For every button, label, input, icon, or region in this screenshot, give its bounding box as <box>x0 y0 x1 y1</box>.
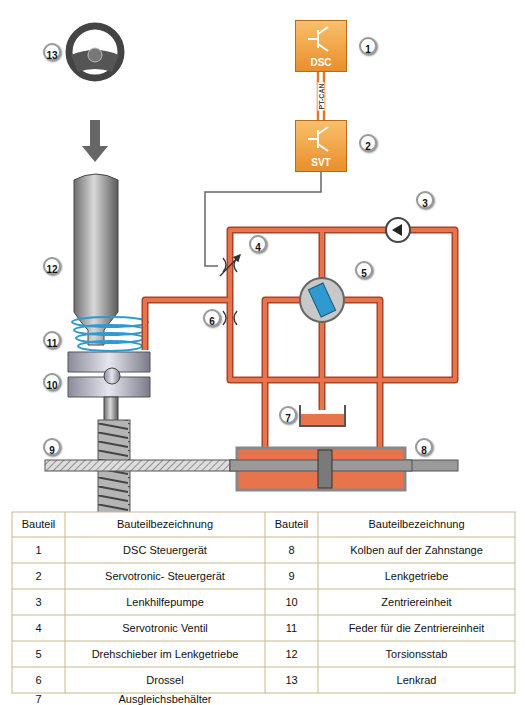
shaft-and-pinion <box>98 397 130 520</box>
table-cell: Lenkrad <box>318 667 515 693</box>
table-line <box>12 563 515 564</box>
table-cell: 10 <box>265 589 318 615</box>
table-line <box>12 667 515 668</box>
table-line <box>65 512 66 693</box>
callout-text: 7 <box>285 413 291 424</box>
control-wire <box>205 172 321 266</box>
table-cell: 7 <box>12 693 65 705</box>
callout-text: 9 <box>49 445 55 456</box>
table-cell: 9 <box>265 563 318 589</box>
table-cell: Zentriereinheit <box>318 589 515 615</box>
table-line <box>12 641 515 642</box>
hydraulic-lines <box>145 230 455 452</box>
callout-number: 2 <box>359 134 377 152</box>
callout-number: 11 <box>43 331 61 349</box>
table-cell: Bauteilbezeichnung <box>318 512 515 537</box>
restrictors <box>220 255 240 325</box>
table-cell: 5 <box>12 641 65 667</box>
table-line <box>12 589 515 590</box>
table-line <box>12 615 515 616</box>
spring-coil <box>78 341 142 351</box>
down-arrow <box>82 120 108 162</box>
callout-number: 6 <box>203 309 221 327</box>
callout-number: 10 <box>43 373 61 391</box>
table-cell: 8 <box>265 537 318 563</box>
table-cell: DSC Steuergerät <box>65 537 265 563</box>
table-cell: 4 <box>12 615 65 641</box>
unit-name: SVT <box>296 157 346 168</box>
callout-text: 5 <box>361 268 367 279</box>
table-cell: Bauteilbezeichnung <box>65 512 265 537</box>
reservoir <box>300 405 345 426</box>
callout-number: 9 <box>43 438 61 456</box>
transistor-lines <box>308 27 328 51</box>
table-cell: 6 <box>12 667 65 693</box>
control-unit-box: SVT <box>295 120 347 172</box>
unit-name: DSC <box>296 57 346 68</box>
table-line <box>265 512 266 693</box>
table-cell: 11 <box>265 615 318 641</box>
cylinder <box>230 448 412 490</box>
callout-number: 3 <box>416 191 434 209</box>
bus-label: PT-CAN <box>318 82 325 110</box>
table-cell: 13 <box>265 667 318 693</box>
table-cell: Lenkhilfepumpe <box>65 589 265 615</box>
table-cell: Drehschieber im Lenkgetriebe <box>65 641 265 667</box>
table-cell: Drossel <box>65 667 265 693</box>
table-cell: Bauteil <box>12 512 65 537</box>
callout-text: 10 <box>46 380 57 391</box>
centering-unit <box>68 352 150 397</box>
callout-text: 8 <box>421 445 427 456</box>
control-unit-box: DSC <box>295 20 347 72</box>
table-cell: Servotronic- Steuergerät <box>65 563 265 589</box>
callout-number: 13 <box>43 43 61 61</box>
callout-text: 13 <box>46 50 57 61</box>
callout-text: 4 <box>255 242 261 253</box>
table-cell: Ausgleichsbehälter <box>65 693 265 705</box>
callout-number: 4 <box>249 235 267 253</box>
table-cell: 12 <box>265 641 318 667</box>
table-cell: 1 <box>12 537 65 563</box>
callout-text: 3 <box>422 198 428 209</box>
table-cell: 3 <box>12 589 65 615</box>
table-line <box>318 512 319 693</box>
rotary-valve <box>300 278 344 322</box>
callout-number: 5 <box>355 261 373 279</box>
callout-text: 12 <box>46 264 57 275</box>
table-cell: 2 <box>12 563 65 589</box>
callout-number: 8 <box>415 438 433 456</box>
rack <box>45 460 458 471</box>
callout-number: 12 <box>43 257 61 275</box>
transistor-lines <box>308 127 328 151</box>
callout-text: 1 <box>365 44 371 55</box>
callout-number: 7 <box>279 406 297 424</box>
table-cell: Feder für die Zentriereinheit <box>318 615 515 641</box>
steering-wheel <box>69 26 121 78</box>
pump <box>386 218 410 242</box>
table-cell: Servotronic Ventil <box>65 615 265 641</box>
callout-number: 1 <box>359 37 377 55</box>
table-cell: Kolben auf der Zahnstange <box>318 537 515 563</box>
callout-text: 6 <box>209 316 215 327</box>
table-line <box>12 537 515 538</box>
table-cell: Bauteil <box>265 512 318 537</box>
callout-text: 2 <box>365 141 371 152</box>
bus-wire <box>318 72 324 120</box>
callout-text: 11 <box>47 338 58 349</box>
table-cell: Lenkgetriebe <box>318 563 515 589</box>
torsion-spring <box>72 317 148 351</box>
table-cell: Torsionsstab <box>318 641 515 667</box>
